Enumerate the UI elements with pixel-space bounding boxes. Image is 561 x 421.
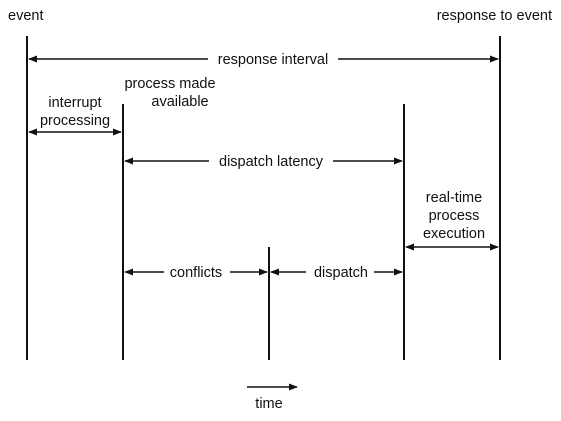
process-made-available-label-line1: process made — [124, 76, 215, 92]
event-label: event — [8, 8, 43, 24]
realtime-label-line1: real-time — [426, 190, 482, 206]
response-interval-label: response interval — [218, 52, 328, 68]
realtime-label-line2: process — [429, 208, 480, 224]
dispatch-label-bg — [306, 261, 374, 281]
conflicts-label: conflicts — [170, 265, 222, 281]
response-to-event-label: response to event — [437, 8, 552, 24]
realtime-label-line3: execution — [423, 226, 485, 242]
dispatch-label: dispatch — [314, 265, 368, 281]
conflicts-label-bg — [164, 261, 230, 281]
dispatch-latency-label: dispatch latency — [219, 154, 324, 170]
dispatch-latency-label-bg — [209, 150, 333, 170]
process-made-available-label-line2: available — [151, 94, 208, 110]
interrupt-processing-label-line1: interrupt — [48, 95, 101, 111]
interrupt-processing-label-line2: processing — [40, 113, 110, 129]
response-interval-label-bg — [208, 48, 338, 68]
time-label: time — [255, 396, 282, 412]
